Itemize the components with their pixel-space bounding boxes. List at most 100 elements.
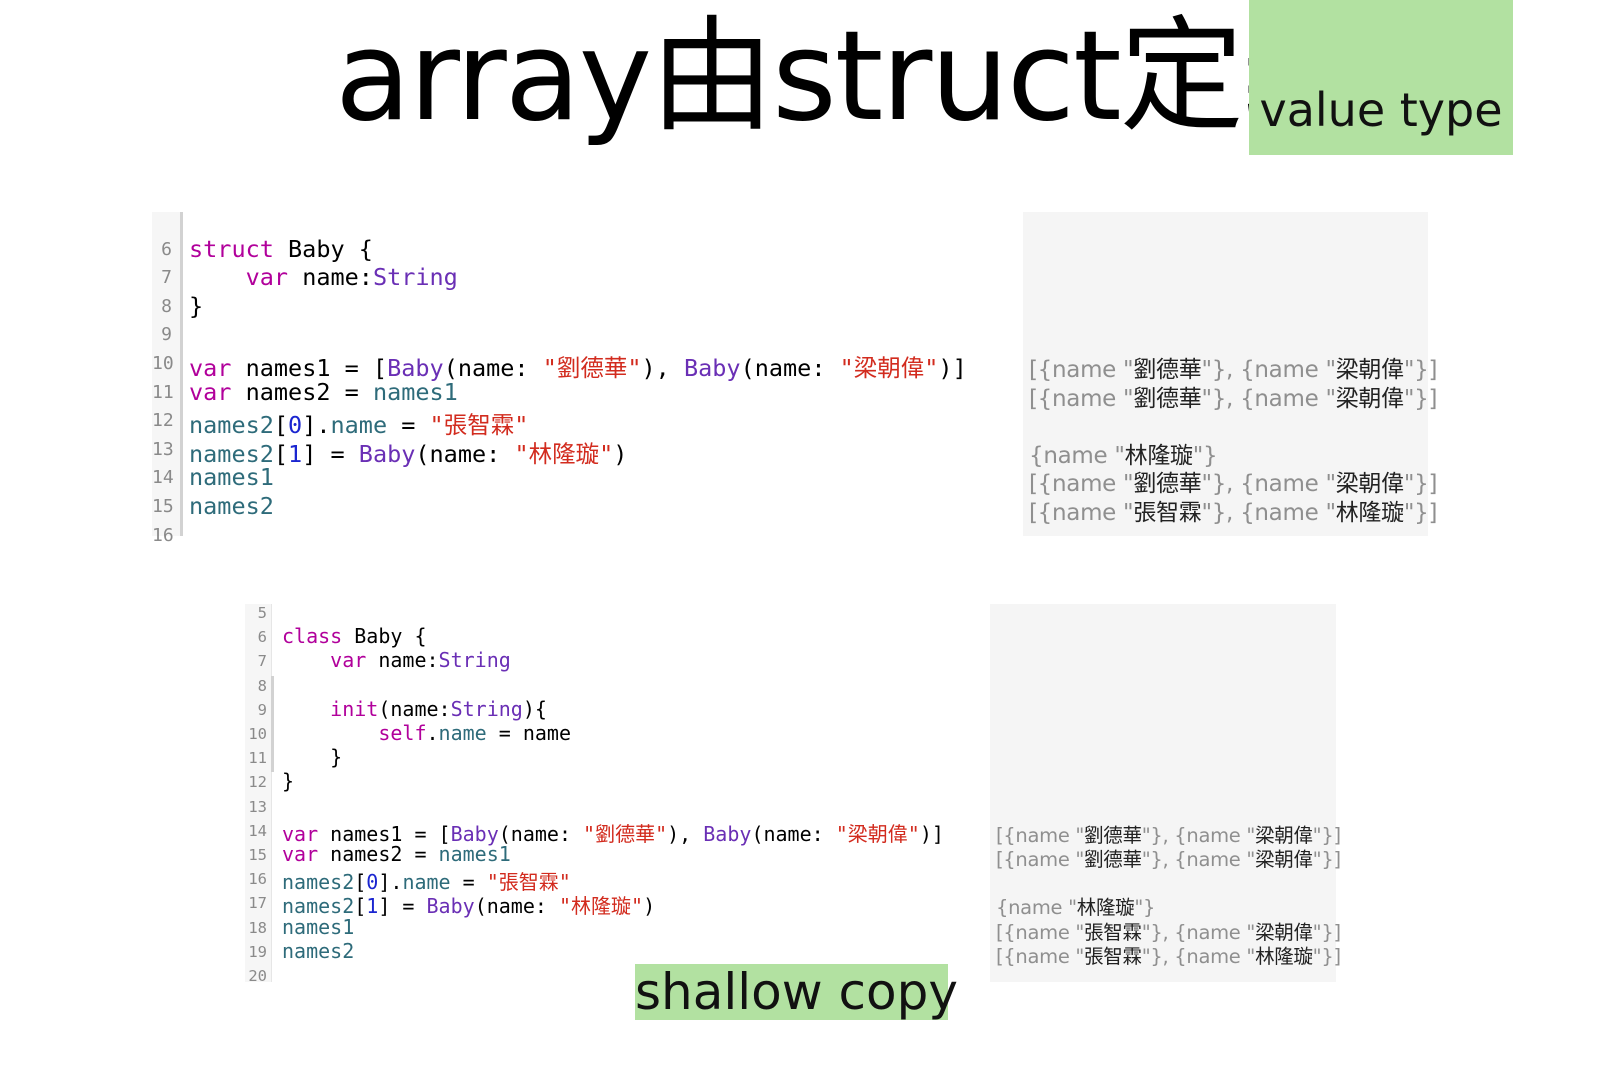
code-token: }: [282, 745, 343, 770]
result-token: {name ": [1029, 442, 1125, 469]
code-token: }: [282, 769, 295, 794]
result-token: 林隆璇: [1124, 442, 1193, 469]
code-token: ){: [522, 696, 547, 721]
code-token: var: [330, 648, 367, 673]
result-value: [{name "劉德華"}, {name "梁朝偉"}]: [996, 819, 1341, 848]
code-token: (name:: [751, 821, 836, 846]
value-type-label: value type: [1259, 83, 1503, 137]
line-number: 13: [152, 438, 174, 460]
code-token: (name:: [474, 894, 559, 919]
line-number: 9: [161, 324, 172, 346]
line-number: 11: [152, 381, 174, 403]
result-token: "}: [1134, 896, 1156, 920]
gutter-rail: [271, 676, 274, 772]
code-token: (name:: [415, 439, 515, 468]
result-token: [{name ": [996, 920, 1085, 944]
code-line: names2[1] = Baby(name: "林隆璇"): [189, 435, 627, 469]
code-token: var: [189, 354, 232, 382]
code-token: ].: [378, 870, 403, 895]
line-number: 6: [161, 238, 172, 260]
code-token: name:: [366, 648, 439, 673]
code-line: names2[0].name = "張智霖": [189, 406, 528, 440]
code-token: Baby: [450, 821, 499, 846]
result-value: [{name "張智霖"}, {name "林隆璇"}]: [1029, 493, 1437, 527]
results-sidebar: [{name "劉德華"}, {name "梁朝偉"}][{name "劉德華"…: [990, 604, 1341, 982]
code-token: names2: [189, 492, 274, 520]
code-token: )]: [938, 354, 967, 382]
code-token: Baby: [703, 821, 752, 846]
line-number: 10: [248, 725, 267, 743]
code-token: (name:: [740, 354, 840, 382]
code-token: ].: [302, 411, 331, 440]
code-token: names1 = [: [318, 821, 451, 846]
result-token: 劉德華: [1133, 385, 1202, 412]
result-value: {name "林隆璇"}: [996, 891, 1155, 920]
result-token: 梁朝偉: [1255, 823, 1313, 847]
line-number: 20: [248, 967, 267, 985]
code-token: "林隆璇": [514, 439, 614, 468]
code-token: [282, 697, 330, 721]
result-token: "}, {name ": [1141, 920, 1256, 944]
code-token: names1: [438, 842, 511, 866]
code-token: name:: [288, 263, 373, 292]
line-number: 6: [257, 628, 267, 647]
code-token: }: [189, 291, 204, 320]
code-token: [282, 721, 378, 745]
code-token: [: [273, 411, 289, 440]
code-token: names2: [189, 439, 274, 468]
line-number: 16: [248, 870, 267, 889]
code-token: names1: [189, 463, 274, 492]
code-token: "劉德華": [583, 821, 668, 846]
code-token: 1: [288, 439, 303, 468]
code-token: String: [372, 263, 458, 292]
code-token: var: [245, 263, 289, 292]
line-number: 15: [248, 846, 267, 864]
code-line: init(name:String){: [282, 697, 547, 721]
line-number: 14: [248, 821, 267, 840]
code-token: [189, 263, 246, 291]
result-token: 張智霖: [1133, 500, 1202, 526]
line-number: 12: [152, 410, 174, 432]
code-token: Baby: [683, 354, 741, 382]
result-token: 劉德華: [1133, 357, 1202, 383]
code-token: .: [426, 721, 439, 745]
line-number: 9: [257, 700, 267, 719]
code-line: names1: [189, 463, 274, 491]
code-token: class: [282, 624, 343, 649]
code-token: name: [402, 870, 451, 895]
code-token: ] =: [378, 894, 427, 919]
code-token: = name: [486, 721, 572, 745]
result-value: [{name "張智霖"}, {name "梁朝偉"}]: [996, 916, 1341, 945]
code-line: self.name = name: [282, 721, 571, 745]
result-token: 梁朝偉: [1335, 385, 1404, 412]
result-token: 林隆璇: [1076, 896, 1135, 920]
code-token: [: [273, 439, 289, 468]
line-number: 17: [248, 894, 267, 913]
result-token: [{name ": [1029, 385, 1134, 412]
result-token: "}, {name ": [1201, 357, 1336, 383]
result-value: [{name "劉德華"}, {name "梁朝偉"}]: [1029, 464, 1437, 498]
result-value: {name "林隆璇"}: [1029, 436, 1218, 470]
code-line: names2: [282, 939, 354, 963]
line-number: 19: [248, 942, 267, 961]
result-value: [{name "劉德華"}, {name "梁朝偉"}]: [1029, 379, 1437, 413]
code-token: Baby {: [342, 624, 427, 649]
code-token: Baby: [426, 894, 475, 919]
code-line: names2: [189, 492, 274, 520]
result-token: "}, {name ": [1141, 944, 1256, 968]
code-line: }: [189, 292, 203, 320]
line-number: 18: [248, 918, 267, 937]
code-line: var name:String: [282, 648, 511, 672]
code-token: 1: [366, 894, 379, 919]
code-token: "張智霖": [429, 411, 529, 440]
code-token: (name:: [443, 354, 543, 382]
result-token: 劉德華: [1133, 471, 1202, 498]
code-token: names2: [282, 894, 355, 919]
result-token: 梁朝偉: [1255, 848, 1313, 871]
code-line: names2[1] = Baby(name: "林隆璇"): [282, 890, 655, 919]
result-token: 張智霖: [1084, 944, 1142, 968]
code-token: ),: [641, 354, 684, 382]
